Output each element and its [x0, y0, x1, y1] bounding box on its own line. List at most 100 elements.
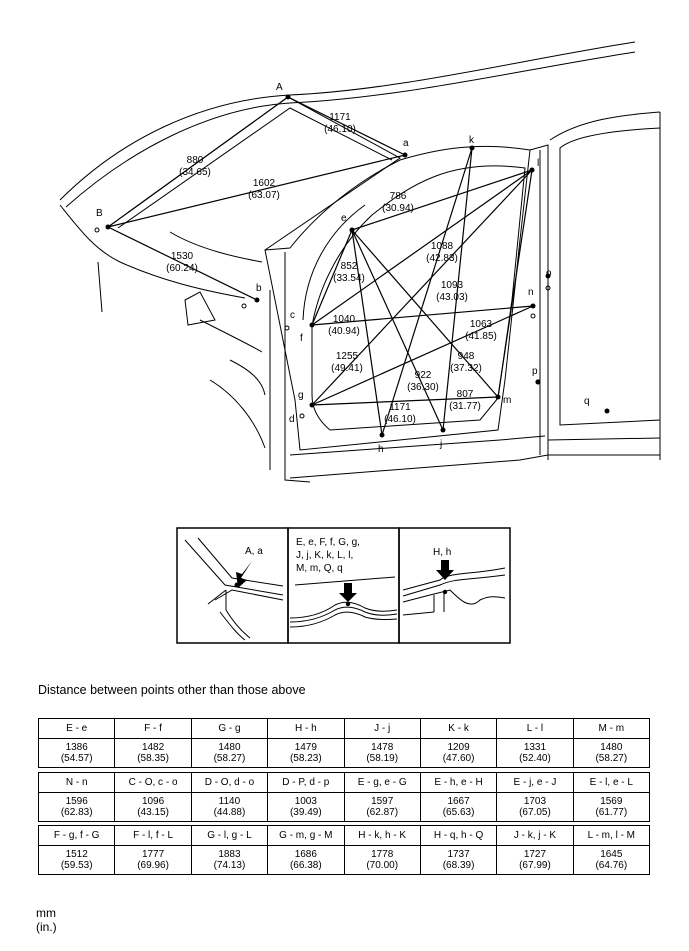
- table-header: J - k, j - K: [496, 825, 574, 846]
- dim-label-in: (33.54): [333, 273, 365, 284]
- table-cell: 1727(67.99): [496, 845, 574, 875]
- front-door-frame: [264, 145, 531, 451]
- dim-label-in: (63.07): [248, 190, 280, 201]
- table-header: E - j, e - J: [496, 772, 574, 793]
- table-header: L - m, l - M: [572, 825, 651, 846]
- dim-label-mm: 1040: [333, 314, 356, 325]
- dim-label-in: (46.10): [384, 414, 416, 425]
- table-cell: 1479(58.23): [267, 738, 345, 768]
- table-header: M - m: [572, 718, 651, 739]
- table-cell: 1883(74.13): [190, 845, 269, 875]
- table-header: G - m, g - M: [267, 825, 345, 846]
- detail-label-a: A, a: [245, 546, 263, 557]
- dim-label-in: (31.77): [449, 401, 481, 412]
- front-door-opening: [311, 165, 526, 431]
- windshield-frame: [107, 96, 401, 251]
- rear-door-opening: [559, 127, 661, 426]
- table-header: H - h: [267, 718, 345, 739]
- dim-label-in: (37.32): [450, 363, 482, 374]
- dim-label-mm: 852: [341, 261, 358, 272]
- point-label-f: f: [300, 333, 303, 344]
- dim-label-mm: 880: [187, 155, 204, 166]
- dim-label-in: (34.65): [179, 167, 211, 178]
- point-label-g: g: [298, 390, 304, 401]
- table-header: E - h, e - H: [419, 772, 498, 793]
- point-label-p: p: [532, 366, 538, 377]
- table-header: F - f: [114, 718, 192, 739]
- dim-label-in: (49.41): [331, 363, 363, 374]
- point-label-d: d: [289, 414, 295, 425]
- point-label-q: q: [584, 396, 590, 407]
- dim-label-mm: 1530: [171, 251, 194, 262]
- table-cell: 1209(47.60): [419, 738, 498, 768]
- table-header: D - O, d - o: [190, 772, 269, 793]
- table-header: G - g: [190, 718, 269, 739]
- dim-label-in: (36.30): [407, 382, 439, 393]
- distance-table-2: N - n C - O, c - o D - O, d - o D - P, d…: [37, 772, 651, 822]
- roof-edge: [59, 41, 636, 201]
- table-header: E - g, e - G: [343, 772, 421, 793]
- table-header: C - O, c - o: [114, 772, 192, 793]
- table-header: E - l, e - L: [572, 772, 651, 793]
- point-label-b: b: [256, 283, 262, 294]
- table-cell: 1569(61.77): [572, 792, 651, 822]
- point-label-m: m: [503, 395, 511, 406]
- dim-label-in: (42.83): [426, 253, 458, 264]
- table-cell: 1386(54.57): [37, 738, 116, 768]
- table-cell: 1686(66.38): [267, 845, 345, 875]
- point-label-n: n: [528, 287, 534, 298]
- table-header: E - e: [37, 718, 116, 739]
- point-label-a: a: [403, 138, 409, 149]
- dim-label-mm: 1093: [441, 280, 464, 291]
- table-cell: 1596(62.83): [37, 792, 116, 822]
- dim-label-in: (40.94): [328, 326, 360, 337]
- dim-label-in: (41.85): [465, 331, 497, 342]
- dim-label-mm: 1171: [389, 402, 411, 413]
- table-cell: 1003(39.49): [267, 792, 345, 822]
- table-header: F - l, f - L: [114, 825, 192, 846]
- b-pillar: [529, 144, 549, 460]
- dim-label-mm: 1063: [470, 319, 493, 330]
- table-header: K - k: [419, 718, 498, 739]
- table-cell: 1667(65.63): [419, 792, 498, 822]
- dim-label-mm: 1171: [329, 112, 351, 123]
- table-cell: 1482(58.35): [114, 738, 192, 768]
- table-header: F - g, f - G: [37, 825, 116, 846]
- table-cell: 1096(43.15): [114, 792, 192, 822]
- detail-label-h: H, h: [433, 547, 451, 558]
- table-header: J - j: [343, 718, 421, 739]
- table-header: H - k, h - K: [343, 825, 421, 846]
- hood-line: [59, 204, 246, 299]
- dim-label-mm: 922: [415, 370, 432, 381]
- point-label-h: h: [378, 444, 384, 455]
- table-cell: 1480(58.27): [190, 738, 269, 768]
- table-header: D - P, d - p: [267, 772, 345, 793]
- point-label-k: k: [469, 135, 475, 146]
- table-subtitle: Distance between points other than those…: [38, 683, 306, 697]
- detail-label-e-m: M, m, Q, q: [296, 563, 343, 574]
- table-cell: 1478(58.19): [343, 738, 421, 768]
- table-header: H - q, h - Q: [419, 825, 498, 846]
- table-cell: 1140(44.88): [190, 792, 269, 822]
- dim-label-in: (46.10): [324, 124, 356, 135]
- point-label-e: e: [341, 213, 347, 224]
- unit-mm: mm: [36, 906, 56, 920]
- windshield-inner: [117, 107, 393, 229]
- dim-label-in: (30.94): [382, 203, 414, 214]
- dim-label-in: (60.24): [166, 263, 198, 274]
- point-label-o: o: [546, 268, 552, 279]
- detail-label-e-m: E, e, F, f, G, g,: [296, 537, 360, 548]
- table-cell: 1778(70.00): [343, 845, 421, 875]
- table-cell: 1480(58.27): [572, 738, 651, 768]
- point-label-A: A: [276, 82, 283, 93]
- table-cell: 1777(69.96): [114, 845, 192, 875]
- dim-label-in: (43.03): [436, 292, 468, 303]
- roof-edge-inner: [65, 51, 636, 208]
- body-dimension-diagram: A a B b c d e f g h j k l m n o p q 1171…: [59, 41, 661, 644]
- dim-label-mm: 1088: [431, 241, 454, 252]
- dim-label-mm: 786: [390, 191, 407, 202]
- table-cell: 1703(67.05): [496, 792, 574, 822]
- table-header: G - l, g - L: [190, 825, 269, 846]
- table-cell: 1645(64.76): [572, 845, 651, 875]
- point-label-B: B: [96, 208, 103, 219]
